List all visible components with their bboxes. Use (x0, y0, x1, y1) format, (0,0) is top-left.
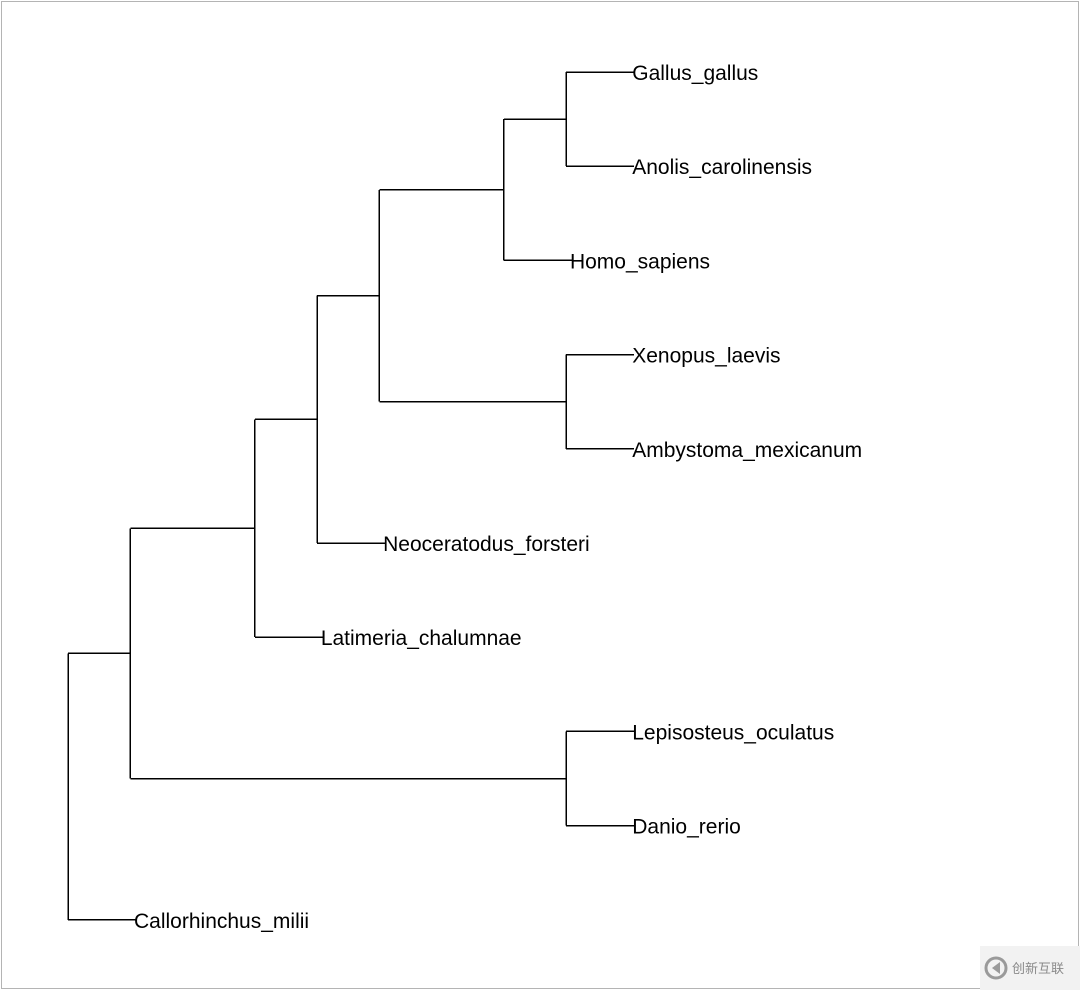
tip-label-danio-rerio: Danio_rerio (632, 816, 741, 839)
tip-label-lepisosteus-oculatus: Lepisosteus_oculatus (632, 721, 834, 744)
watermark-logo-icon: 创新互联 (984, 956, 1064, 980)
watermark-logo: 创新互联 (980, 946, 1080, 990)
tip-label-ambystoma-mexicanum: Ambystoma_mexicanum (632, 439, 862, 462)
tip-label-callorhinchus-milii: Callorhinchus_milii (134, 910, 309, 933)
tip-label-neoceratodus-forsteri: Neoceratodus_forsteri (383, 533, 590, 556)
svg-text:创新互联: 创新互联 (1012, 961, 1064, 977)
tip-label-gallus-gallus: Gallus_gallus (632, 62, 758, 85)
tip-label-homo-sapiens: Homo_sapiens (570, 250, 710, 273)
tip-label-anolis-carolinensis: Anolis_carolinensis (632, 156, 812, 179)
tip-label-latimeria-chalumnae: Latimeria_chalumnae (321, 627, 522, 650)
tip-label-xenopus-laevis: Xenopus_laevis (632, 345, 780, 368)
tip-labels: Gallus_gallus Anolis_carolinensis Homo_s… (134, 62, 862, 933)
tree-branches (67, 71, 635, 921)
